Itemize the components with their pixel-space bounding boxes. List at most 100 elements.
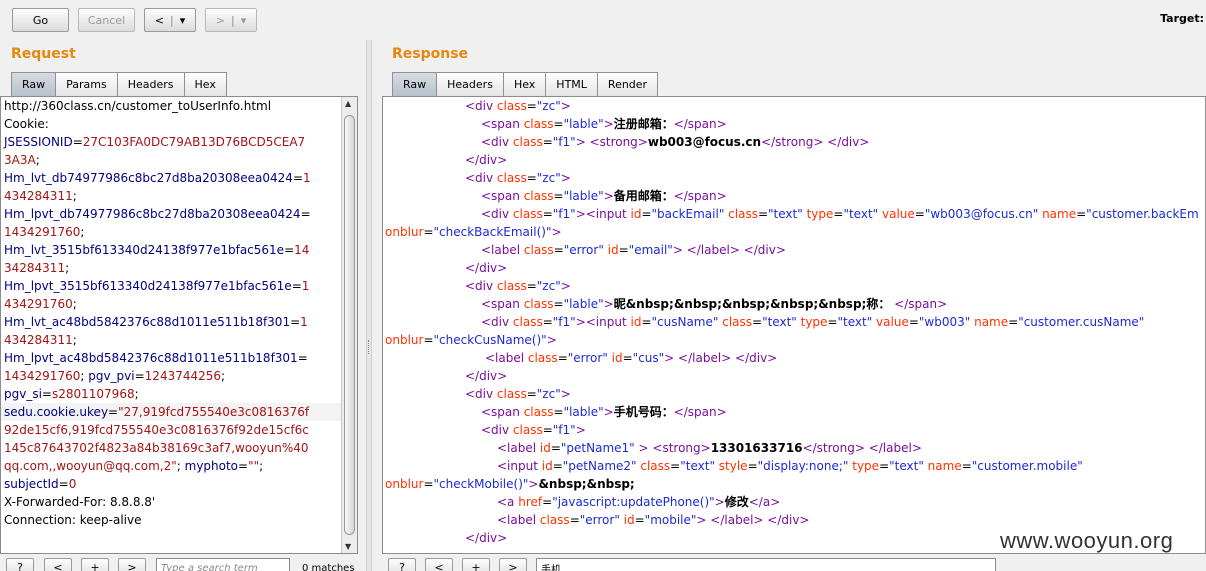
- code-token: 1434291760: [4, 369, 81, 383]
- forward-dropdown-icon[interactable]: ▾: [240, 13, 247, 27]
- code-token: > <strong>: [638, 441, 711, 455]
- request-tab-raw[interactable]: Raw: [11, 72, 57, 96]
- response-search-prev-button[interactable]: <: [425, 558, 453, 571]
- code-token: ;: [35, 153, 40, 167]
- request-line: subjectId=0: [1, 475, 357, 493]
- code-token: =: [879, 459, 890, 473]
- code-token: 1434291760: [4, 225, 81, 239]
- code-token: 昵&nbsp;&nbsp;&nbsp;&nbsp;&nbsp;称：: [613, 297, 891, 311]
- code-token: ;: [176, 459, 185, 473]
- code-token: >: [575, 423, 586, 437]
- response-line: </div>: [383, 367, 1205, 385]
- code-token: 修改: [724, 495, 749, 509]
- request-editor[interactable]: http://360class.cn/customer_toUserInfo.h…: [0, 96, 358, 554]
- code-token: > </label> </div>: [696, 513, 810, 527]
- response-line: <label id="petName1" > <strong>133016337…: [383, 439, 1205, 457]
- code-token: =: [238, 459, 249, 473]
- code-token: <span: [481, 405, 524, 419]
- request-title: Request: [11, 46, 76, 62]
- request-line: Hm_lvt_3515bf613340d24138f977e1bfac561e=…: [1, 241, 357, 259]
- code-token: "error": [579, 513, 624, 527]
- code-token: >: [603, 189, 614, 203]
- response-tab-raw[interactable]: Raw: [392, 72, 438, 96]
- request-search-prev-button[interactable]: <: [44, 558, 72, 571]
- response-line: <div class="zc">: [383, 385, 1205, 403]
- response-tab-headers[interactable]: Headers: [436, 72, 504, 96]
- code-token: </div>: [465, 153, 508, 167]
- request-scroll-thumb[interactable]: [344, 115, 355, 535]
- code-token: pgv_pvi: [88, 369, 135, 383]
- request-search-next-button[interactable]: >: [118, 558, 146, 571]
- code-token: </a>: [748, 495, 781, 509]
- response-editor[interactable]: <div class="zc"><span class="lable">注册邮箱…: [382, 96, 1206, 554]
- scroll-down-icon[interactable]: ▼: [345, 542, 352, 551]
- code-token: > </label> </div>: [664, 351, 778, 365]
- code-token: "customer.cusName": [1018, 315, 1145, 329]
- go-button[interactable]: Go: [12, 8, 69, 32]
- scroll-up-icon[interactable]: ▲: [345, 99, 352, 108]
- request-line: sedu.cookie.ukey="27,919fcd755540e3c0816…: [1, 403, 357, 421]
- code-token: "mobile": [644, 513, 697, 527]
- code-token: "f1": [552, 207, 576, 221]
- code-token: "f1": [552, 135, 576, 149]
- response-line: <div class="zc">: [383, 277, 1205, 295]
- request-search-input[interactable]: [156, 558, 290, 571]
- response-search-input[interactable]: [536, 558, 996, 571]
- response-line: </div>: [383, 529, 1205, 547]
- cancel-button[interactable]: Cancel: [78, 8, 135, 32]
- code-token: =: [1076, 207, 1087, 221]
- code-token: =: [553, 297, 564, 311]
- code-token: ;: [134, 387, 139, 401]
- response-tab-html[interactable]: HTML: [545, 72, 598, 96]
- response-search-add-button[interactable]: +: [462, 558, 490, 571]
- code-token: "error": [567, 351, 612, 365]
- request-scrollbar[interactable]: ▲ ▼: [341, 97, 357, 553]
- response-tab-hex[interactable]: Hex: [502, 72, 547, 96]
- code-token: =: [553, 243, 564, 257]
- response-line: <div class="f1"><input id="cusName" clas…: [383, 313, 1205, 331]
- code-token: onblur: [385, 333, 424, 347]
- code-token: 434284311: [4, 189, 73, 203]
- code-token: =: [292, 171, 303, 185]
- code-token: onblur: [385, 477, 424, 491]
- code-token: JSESSIONID: [4, 135, 73, 149]
- response-line: onblur="checkCusName()">: [383, 331, 1205, 349]
- code-token: class: [640, 459, 671, 473]
- request-tab-headers[interactable]: Headers: [116, 72, 185, 96]
- request-tab-params[interactable]: Params: [55, 72, 118, 96]
- response-line: <div class="f1">: [383, 421, 1205, 439]
- code-token: =: [641, 315, 652, 329]
- code-token: =: [291, 279, 302, 293]
- code-token: value: [876, 315, 909, 329]
- code-token: "zc": [536, 171, 561, 185]
- code-token: type: [800, 315, 828, 329]
- code-token: "checkMobile()": [433, 477, 529, 491]
- code-token: =: [108, 405, 119, 419]
- code-token: "customer.mobile": [971, 459, 1083, 473]
- code-token: "text": [762, 315, 801, 329]
- code-token: =: [641, 207, 652, 221]
- code-token: <div: [481, 135, 513, 149]
- request-line: 145c87643702f4823a84b38169c3af7,wooyun%4…: [1, 439, 357, 457]
- code-token: s2801107968: [51, 387, 135, 401]
- code-token: name: [1042, 207, 1077, 221]
- code-token: >: [603, 117, 614, 131]
- code-token: "customer.backEm: [1086, 207, 1199, 221]
- code-token: "wb003@focus.cn": [924, 207, 1043, 221]
- request-search-help-button[interactable]: ?: [6, 558, 34, 571]
- back-button[interactable]: < | ▾: [144, 8, 196, 32]
- code-token: id: [611, 351, 623, 365]
- code-token: =: [550, 441, 561, 455]
- pane-divider[interactable]: [366, 40, 372, 571]
- response-search-next-button[interactable]: >: [499, 558, 527, 571]
- request-line: Hm_lpvt_db74977986c8bc27d8ba20308eea0424…: [1, 205, 357, 223]
- forward-button[interactable]: > | ▾: [205, 8, 257, 32]
- code-token: type: [806, 207, 834, 221]
- response-tab-render[interactable]: Render: [596, 72, 659, 96]
- request-search-add-button[interactable]: +: [81, 558, 109, 571]
- response-search-help-button[interactable]: ?: [388, 558, 416, 571]
- request-tab-hex[interactable]: Hex: [183, 72, 227, 96]
- code-token: </span>: [673, 117, 727, 131]
- back-dropdown-icon[interactable]: ▾: [179, 13, 186, 27]
- response-line: <span class="lable">昵&nbsp;&nbsp;&nbsp;&…: [383, 295, 1205, 313]
